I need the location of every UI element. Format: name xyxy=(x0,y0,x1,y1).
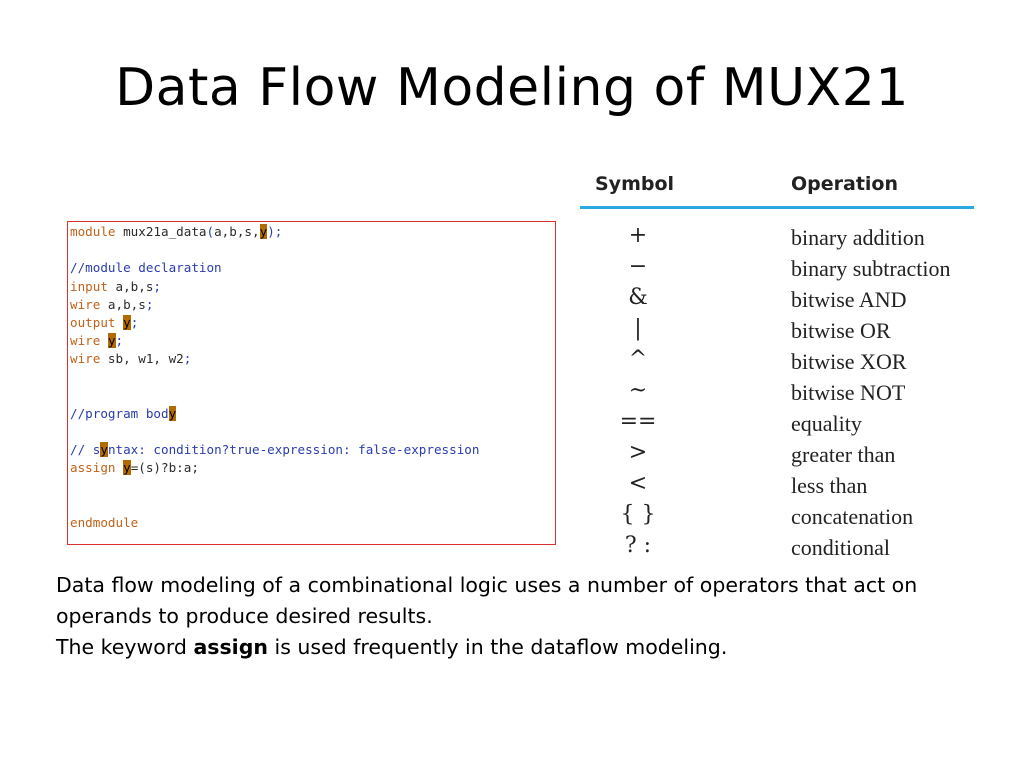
code-keyword: wire xyxy=(70,351,101,367)
operator-symbol: − xyxy=(628,254,648,279)
operator-name: equality xyxy=(791,411,862,436)
code-line-wire: wire a,b,s; xyxy=(70,296,555,314)
code-comment: //program bod xyxy=(70,405,169,421)
table-row: < less than xyxy=(580,469,974,500)
description-suffix: is used frequently in the dataflow model… xyxy=(267,635,728,659)
code-punct: ; xyxy=(130,314,139,330)
operator-symbol: == xyxy=(619,409,657,434)
operator-name: bitwise NOT xyxy=(791,380,906,405)
code-punct: ( xyxy=(206,224,215,239)
code-punct: ; xyxy=(183,351,192,367)
code-line-blank xyxy=(70,423,555,441)
code-punct: ; xyxy=(115,333,124,349)
code-text: a,b,s xyxy=(100,296,146,312)
table-row: | bitwise OR xyxy=(580,314,974,345)
operator-symbol: ~ xyxy=(628,378,648,403)
code-highlight: y xyxy=(123,460,131,476)
code-line-blank xyxy=(70,387,555,405)
operator-name: concatenation xyxy=(791,504,914,529)
operator-symbol: > xyxy=(628,440,648,465)
code-keyword: assign xyxy=(70,460,116,476)
code-highlight: y xyxy=(168,405,177,421)
operator-symbol: < xyxy=(628,471,648,496)
operator-name: conditional xyxy=(791,535,890,560)
code-line-module: module mux21a_data(a,b,s,y); xyxy=(70,223,555,241)
operator-name: binary addition xyxy=(791,225,925,250)
operator-symbol: ^ xyxy=(628,347,648,372)
operator-symbol: | xyxy=(634,316,642,341)
description-prefix: The keyword xyxy=(56,635,194,659)
header-operation: Operation xyxy=(791,173,899,195)
code-keyword: wire xyxy=(70,333,101,349)
code-line-wire-y: wire y; xyxy=(70,332,555,350)
code-highlight: y xyxy=(100,442,108,458)
operator-name: greater than xyxy=(791,442,896,467)
code-listing: module mux21a_data(a,b,s,y); //module de… xyxy=(67,221,556,545)
operator-name: bitwise AND xyxy=(791,287,907,312)
code-line-output: output y; xyxy=(70,314,555,332)
code-keyword: module xyxy=(70,224,116,239)
code-keyword: wire xyxy=(70,296,101,312)
operator-symbol: ? : xyxy=(624,533,652,558)
table-row: & bitwise AND xyxy=(580,283,974,314)
description-text: Data flow modeling of a combinational lo… xyxy=(56,570,996,663)
code-line-blank xyxy=(70,478,555,496)
code-highlight: y xyxy=(107,333,116,349)
code-line-blank xyxy=(70,496,555,514)
table-row: ~ bitwise NOT xyxy=(580,376,974,407)
code-comment: ntax: condition?true-expression: false-e… xyxy=(107,442,480,458)
operator-table-header: Symbol Operation xyxy=(580,166,974,209)
code-line-comment-body: //program body xyxy=(70,405,555,423)
code-line-blank xyxy=(70,369,555,387)
keyword-assign: assign xyxy=(193,635,268,659)
operator-symbol: { } xyxy=(620,502,656,527)
operator-symbol: + xyxy=(628,223,648,248)
code-text: sb, w1, w2 xyxy=(100,351,184,367)
operator-name: bitwise OR xyxy=(791,318,891,343)
code-punct: ; xyxy=(145,296,154,312)
code-text: =(s)?b:a; xyxy=(130,460,199,476)
table-row: > greater than xyxy=(580,438,974,469)
code-text: a,b,s, xyxy=(214,224,260,239)
table-row: − binary subtraction xyxy=(580,252,974,283)
code-punct: ; xyxy=(153,278,162,294)
operator-name: bitwise XOR xyxy=(791,349,907,374)
header-symbol: Symbol xyxy=(595,173,675,195)
code-line-input: input a,b,s; xyxy=(70,278,555,296)
slide-title: Data Flow Modeling of MUX21 xyxy=(115,58,909,118)
code-keyword: input xyxy=(70,278,108,294)
operator-name: less than xyxy=(791,473,868,498)
code-line-endmodule: endmodule xyxy=(70,515,139,530)
table-row: == equality xyxy=(580,407,974,438)
code-keyword: output xyxy=(70,314,116,330)
code-text: a,b,s xyxy=(107,278,154,294)
code-highlight: y xyxy=(259,224,268,239)
table-row: ^ bitwise XOR xyxy=(580,345,974,376)
operator-table: Symbol Operation + binary addition − binar… xyxy=(580,166,974,562)
description-line-1: Data flow modeling of a combinational lo… xyxy=(56,573,918,628)
code-line-blank xyxy=(70,241,555,259)
table-row: + binary addition xyxy=(580,221,974,252)
operator-name: binary subtraction xyxy=(791,256,951,281)
table-row: ? : conditional xyxy=(580,531,974,562)
code-punct: ); xyxy=(267,224,283,239)
operator-symbol: & xyxy=(628,285,648,310)
code-highlight: y xyxy=(123,314,131,330)
code-line-wire-signals: wire sb, w1, w2; xyxy=(70,350,555,368)
table-row: { } concatenation xyxy=(580,500,974,531)
code-line-comment: //module declaration xyxy=(70,260,222,276)
code-line-comment-syntax: // syntax: condition?true-expression: fa… xyxy=(70,441,555,459)
description-line-2: The keyword assign is used frequently in… xyxy=(56,632,996,663)
code-text: mux21a_data xyxy=(115,224,207,239)
code-line-assign: assign y=(s)?b:a; xyxy=(70,459,555,477)
code-comment: // s xyxy=(70,442,101,458)
